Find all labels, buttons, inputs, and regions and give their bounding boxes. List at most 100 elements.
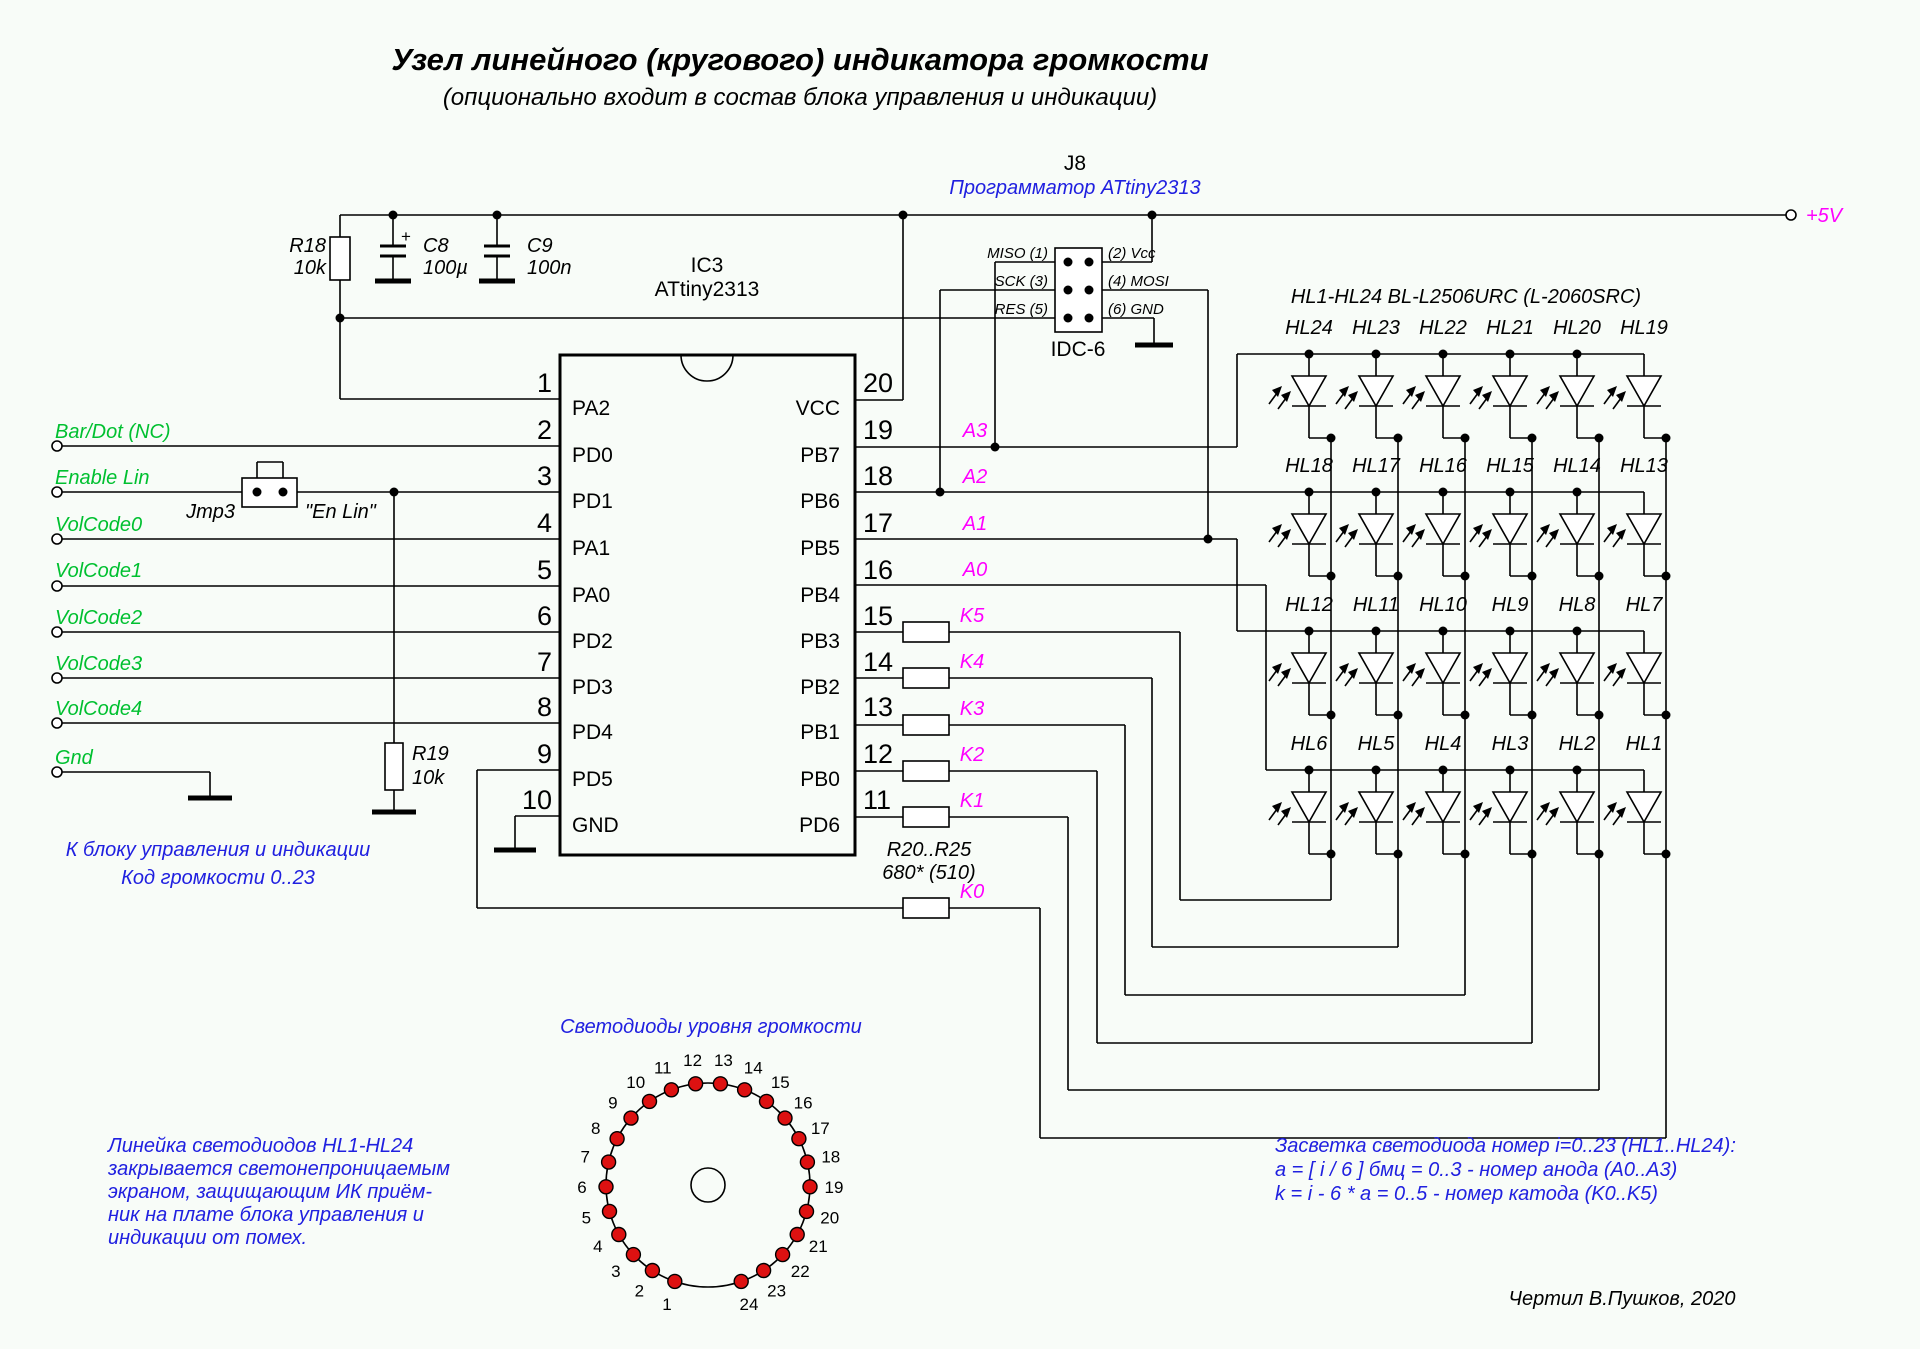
input-gnd: Gnd <box>55 747 94 769</box>
led-arrow-head-icon <box>1348 529 1358 540</box>
circle-led-number: 1 <box>662 1295 671 1314</box>
input-volcode4: VolCode4 <box>55 698 142 720</box>
led-label: HL8 <box>1559 594 1596 616</box>
led-label: HL14 <box>1553 455 1601 477</box>
capacitor-c9: C9 100n <box>527 235 572 279</box>
led-arrow-head-icon <box>1616 807 1626 818</box>
cathode-junction <box>1594 710 1604 720</box>
led-label: HL9 <box>1492 594 1529 616</box>
plus5v-terminal: +5V <box>1785 205 1844 227</box>
notes: К блоку управления и индикации Код громк… <box>66 839 1736 1310</box>
led-diode-symbol <box>1558 375 1596 408</box>
circle-led-number: 5 <box>582 1209 591 1228</box>
ic3-part: ATtiny2313 <box>655 278 760 301</box>
led-arrow-head-icon <box>1549 668 1559 679</box>
cathode-junction <box>1393 433 1403 443</box>
led-hl21: HL21 <box>1469 317 1537 443</box>
led-diode-symbol <box>1558 652 1596 685</box>
led-arrow-head-icon <box>1482 391 1492 402</box>
circle-led-number: 3 <box>611 1262 620 1281</box>
idc-pin-res: RES (5) <box>995 301 1048 318</box>
cathode-junction <box>1326 710 1336 720</box>
pin-name-pb4: PB4 <box>800 584 840 607</box>
circle-led-number: 9 <box>608 1093 617 1112</box>
note-lighting-3: k = i - 6 * a = 0..5 - номер катода (K0.… <box>1275 1183 1658 1205</box>
pin-name-pb3: PB3 <box>800 630 840 653</box>
circle-led-2 <box>644 1262 661 1279</box>
resistor-r18: R18 10k <box>289 235 351 281</box>
cathode-junction <box>1326 849 1336 859</box>
led-hl8: HL8 <box>1536 594 1604 720</box>
led-diode-symbol <box>1625 652 1663 685</box>
led-hl15: HL15 <box>1469 455 1537 581</box>
signal-k3: K3 <box>960 698 984 720</box>
led-label: HL23 <box>1352 317 1400 339</box>
circle-led-17 <box>791 1130 807 1147</box>
led-diode-symbol <box>1558 513 1596 546</box>
led-arrow-head-icon <box>1415 668 1425 679</box>
idc6-label: IDC-6 <box>1051 338 1106 361</box>
input-bardot: Bar/Dot (NC) <box>55 421 171 443</box>
input-volcode3: VolCode3 <box>55 653 142 675</box>
led-hl14: HL14 <box>1536 455 1604 581</box>
pin-num-10: 10 <box>522 785 552 815</box>
circle-led-10 <box>641 1093 658 1110</box>
circle-led-11 <box>663 1082 680 1098</box>
pin-name-pa1: PA1 <box>572 537 610 560</box>
cathode-junction <box>1460 849 1470 859</box>
led-arrow-head-icon <box>1616 391 1626 402</box>
led-diode-symbol <box>1290 652 1328 685</box>
cathode-junction <box>1661 710 1671 720</box>
circle-led-number: 17 <box>811 1119 830 1138</box>
pin-num-6: 6 <box>537 601 552 631</box>
circle-led-6 <box>598 1179 614 1195</box>
idc-pin-vcc: (2) Vcc <box>1108 245 1156 262</box>
signal-labels: A3 A2 A1 A0 K5 K4 K3 K2 K1 K0 <box>960 420 987 903</box>
led-label: HL18 <box>1285 455 1333 477</box>
cathode-junction <box>1460 571 1470 581</box>
page-title: Узел линейного (кругового) индикатора гр… <box>391 42 1208 77</box>
c8-polarity: + <box>401 227 411 246</box>
signal-k0: K0 <box>960 881 984 903</box>
pin-name-pb6: PB6 <box>800 490 840 513</box>
circle-led-number: 11 <box>654 1058 672 1077</box>
pin-num-8: 8 <box>537 692 552 722</box>
led-arrow-head-icon <box>1281 668 1291 679</box>
led-hl11: HL11 <box>1335 594 1403 720</box>
led-label: HL12 <box>1285 594 1333 616</box>
page-subtitle: (опционально входит в состав блока управ… <box>443 84 1157 111</box>
circle-led-number: 2 <box>635 1282 644 1301</box>
led-arrow-head-icon <box>1281 391 1291 402</box>
led-label: HL20 <box>1553 317 1601 339</box>
led-arrow-head-icon <box>1607 386 1617 397</box>
pin-num-1: 1 <box>537 368 552 398</box>
led-diode-symbol <box>1424 652 1462 685</box>
led-hl16: HL16 <box>1402 455 1470 581</box>
circle-led-number: 4 <box>593 1237 602 1256</box>
pin-num-16: 16 <box>863 555 893 585</box>
pin-num-2: 2 <box>537 415 552 445</box>
led-hl13: HL13 <box>1603 455 1671 581</box>
led-diode-symbol <box>1424 513 1462 546</box>
note-screen-5: индикации от помех. <box>108 1227 307 1249</box>
led-hl18: HL18 <box>1268 455 1336 581</box>
note-screen-1: Линейка светодиодов HL1-HL24 <box>106 1135 413 1157</box>
signal-a2: A2 <box>962 466 987 488</box>
cathode-junction <box>1393 571 1403 581</box>
led-hl9: HL9 <box>1469 594 1537 720</box>
ic3-attiny2313: IC3 ATtiny2313 1 2 3 4 5 6 7 8 9 10 PA2 … <box>522 254 893 857</box>
led-arrow-head-icon <box>1406 663 1416 674</box>
led-arrow-head-icon <box>1540 524 1550 535</box>
circle-led-5 <box>601 1203 618 1220</box>
ic3-ref: IC3 <box>691 254 724 277</box>
led-label: HL19 <box>1620 317 1668 339</box>
pin-num-4: 4 <box>537 508 552 538</box>
led-arrow-head-icon <box>1415 807 1425 818</box>
cathode-junction <box>1661 571 1671 581</box>
note-screen-4: ник на плате блока управления и <box>108 1204 424 1226</box>
led-hl24: HL24 <box>1268 317 1336 443</box>
idc-pin-miso: MISO (1) <box>987 245 1048 262</box>
r19-ref: R19 <box>412 743 449 765</box>
